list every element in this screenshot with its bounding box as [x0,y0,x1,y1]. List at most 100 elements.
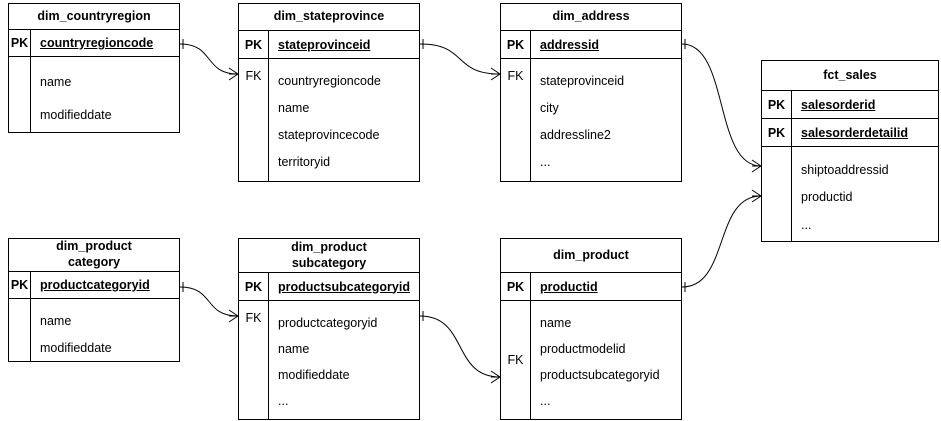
attribute-item: ... [801,218,812,233]
attribute-item: addressline2 [540,128,611,143]
pk-badge: PK [239,31,269,58]
attribute-item: productcategoryid [278,315,378,330]
attribute-list: stateprovinceid city addressline2... [531,59,681,181]
attribute-list: productcategoryid name modifieddate... [269,301,419,419]
relationship-address-to-fctsales [681,39,762,173]
pk-field-name: productsubcategoryid [269,273,419,300]
attribute-item: shiptoaddressid [801,162,889,177]
attribute-item: city [540,101,559,116]
cardinality-many-prong [751,189,762,197]
fk-badge: FK [239,59,269,181]
pk-field-name: countryregioncode [31,30,179,56]
attribute-item: productsubcategoryid [540,367,660,382]
relationship-line [179,286,239,317]
attribute-item: territoryid [278,155,331,170]
entity-title-line: dim_product [291,239,367,254]
attribute-item: ... [540,393,551,408]
cardinality-many-prong [490,370,501,378]
pk-field-label: addressid [540,37,600,52]
pk-row-fct_sales-salesorderid[interactable]: PK salesorderid [762,91,938,119]
entity-title-dim_stateprovince: dim_stateprovince [239,4,419,31]
attribute-item: modifieddate [40,340,112,355]
cardinality-many-prong [490,73,501,81]
cardinality-many-prong [228,67,239,75]
fk-badge: FK [501,301,531,419]
cardinality-many-prong [228,73,239,81]
entity-title-line: dim_countryregion [37,8,151,23]
pk-badge: PK [762,91,792,118]
pk-field-label: salesorderid [801,97,876,112]
pk-badge: PK [501,273,531,300]
pk-row-dim_product-productid[interactable]: PK productid [501,273,681,301]
cardinality-many-prong [490,67,501,75]
attribute-body-dim_productcategory: name modifieddate [9,299,179,361]
attribute-item: modifieddate [40,108,112,123]
fk-badge: FK [501,59,531,181]
attribute-item: modifieddate [278,367,350,382]
entity-title-dim_countryregion: dim_countryregion [9,4,179,31]
key-column-blank [762,147,792,241]
pk-field-name: addressid [531,31,681,58]
relationship-line [681,195,762,288]
attribute-item: productmodelid [540,341,626,356]
pk-badge: PK [9,271,31,298]
attribute-body-dim_productsubcategory: FK productcategoryid name modifieddate... [239,301,419,419]
cardinality-many-prong [490,376,501,384]
pk-badge: PK [9,30,31,56]
cardinality-many-prong [228,309,239,317]
entity-title-line: dim_stateprovince [273,9,385,24]
pk-field-name: productid [531,273,681,300]
pk-field-label: productid [540,279,598,294]
attribute-item: stateprovinceid [540,74,625,89]
cardinality-many-prong [751,165,762,173]
pk-field-label: stateprovinceid [278,37,371,52]
pk-badge: PK [762,119,792,146]
pk-row-dim_stateprovince-stateprovinceid[interactable]: PK stateprovinceid [239,31,419,59]
fk-badge: FK [239,301,269,419]
relationship-subcategory-to-product [419,311,501,384]
attribute-item: name [278,341,310,356]
entity-title-line: dim_address [552,9,630,24]
relationship-line [179,43,239,75]
attribute-item: ... [278,393,289,408]
attribute-item: countryregioncode [278,74,381,89]
attribute-item: ... [540,155,551,170]
attribute-item: name [540,315,572,330]
attribute-body-dim_address: FK stateprovinceid city addressline2... [501,59,681,181]
cardinality-many-prong [751,195,762,203]
attribute-item: name [40,314,72,328]
relationship-countryregion-to-stateprovince [179,39,239,81]
attribute-item: stateprovincecode [278,128,380,143]
relationship-product-to-fctsales [681,189,762,292]
attribute-list: name modifieddate [31,299,179,361]
relationship-productcategory-to-subcategory [179,282,239,323]
key-column-blank [9,57,31,132]
attribute-body-dim_product: FK name productmodelid productsubcategoryid… [501,301,681,419]
entity-title-line: fct_sales [823,67,877,82]
relationship-line [419,43,501,75]
pk-field-name: salesorderid [792,91,938,118]
key-column-blank [9,299,31,361]
entity-title-fct_sales: fct_sales [762,61,938,91]
pk-field-name: productcategoryid [31,272,179,298]
